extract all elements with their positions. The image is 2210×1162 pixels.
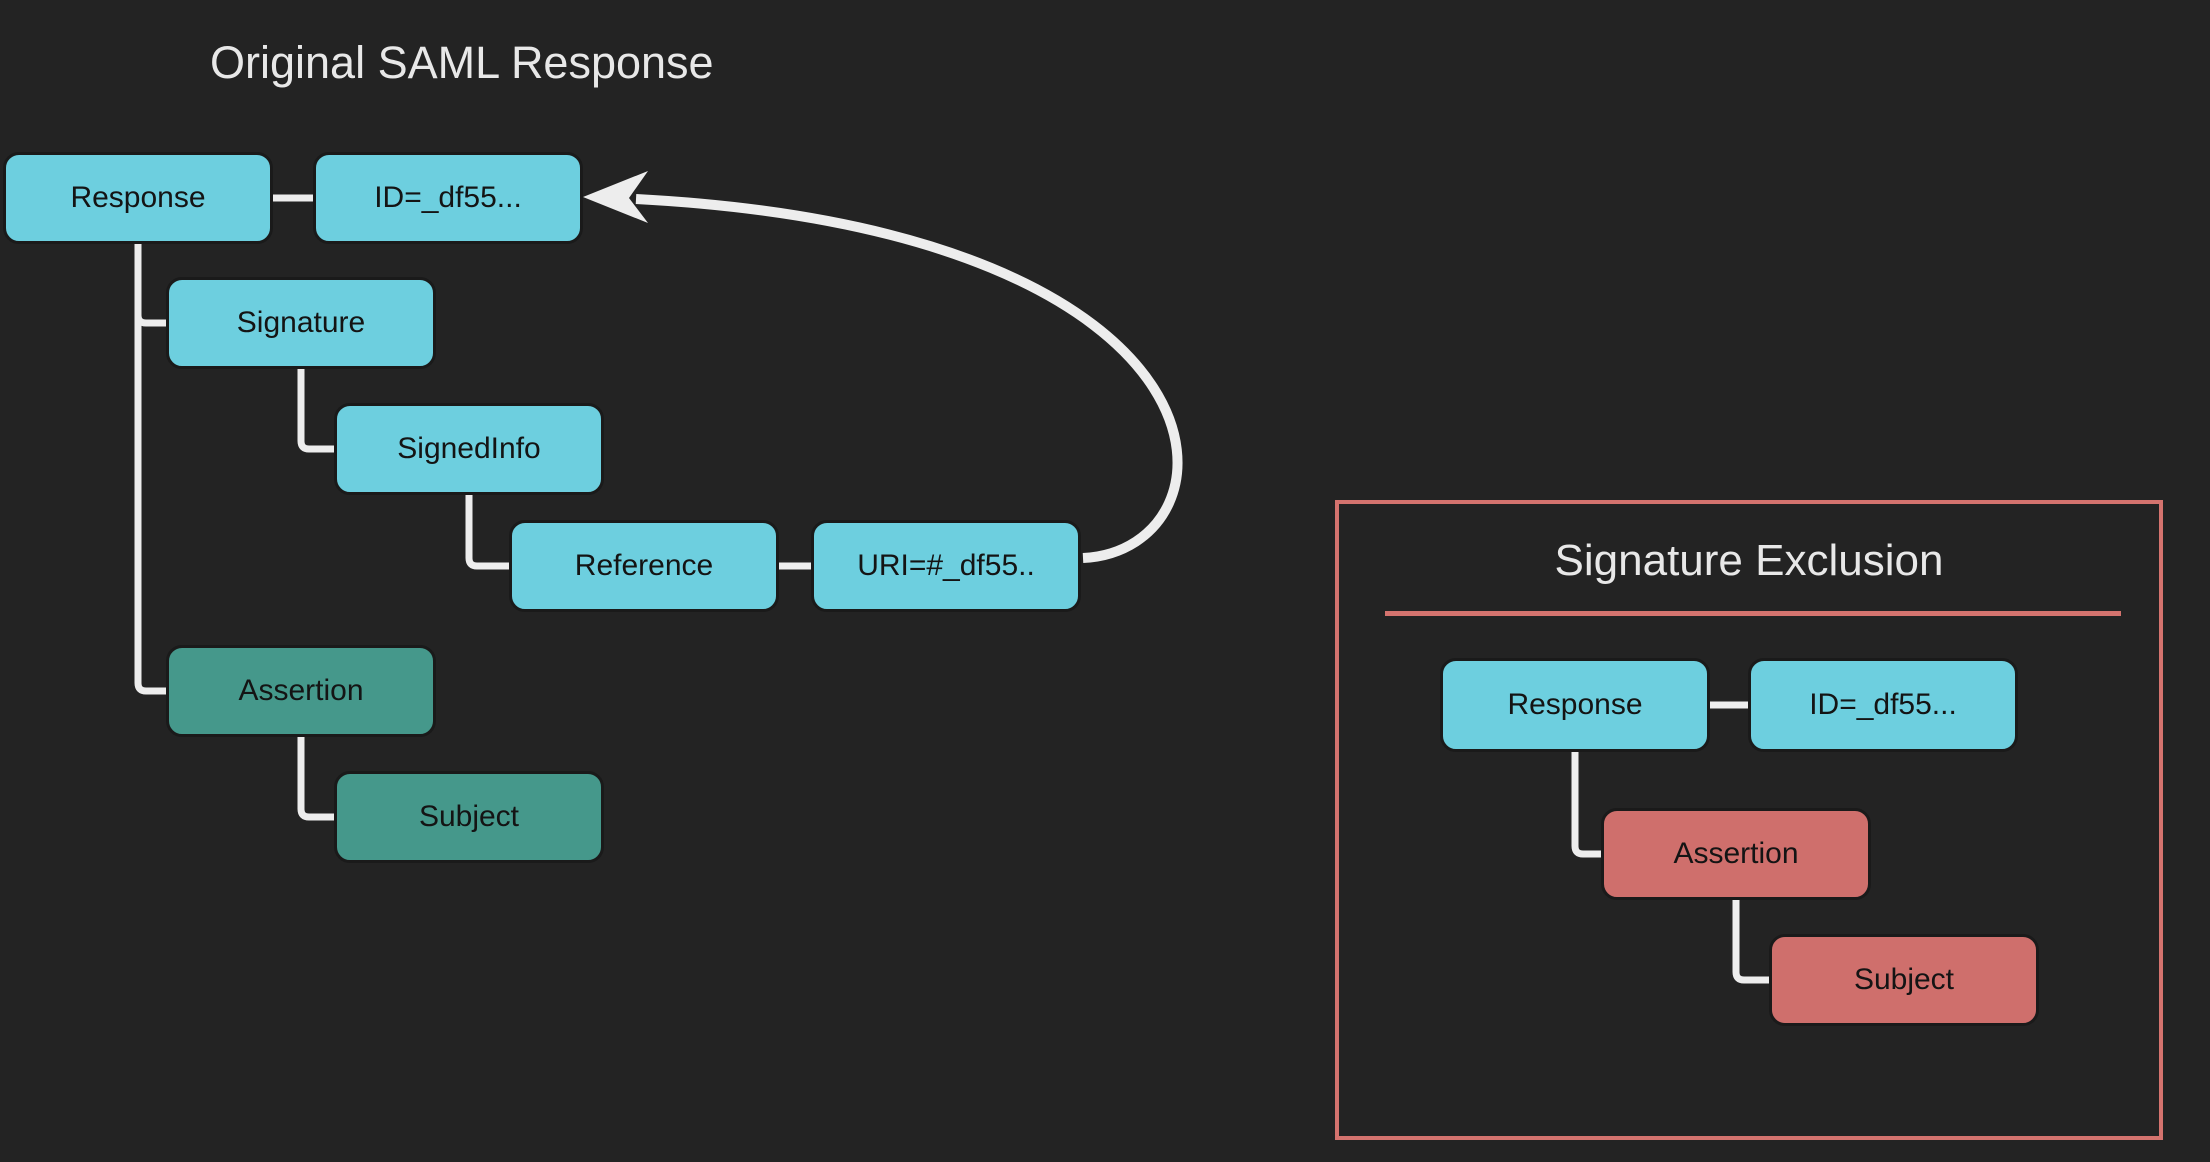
connector-signedinfo-reference — [465, 495, 509, 570]
node-reference: Reference — [509, 520, 779, 612]
connector-response-assertion — [134, 244, 166, 695]
connector-right-response-assertion — [1571, 752, 1601, 858]
node-id-attribute-label: ID=_df55... — [374, 181, 522, 214]
node-right-assertion-label: Assertion — [1673, 837, 1799, 870]
uri-to-id-arrow-curve — [635, 194, 1183, 563]
right-panel-divider — [1385, 611, 2121, 616]
node-signedinfo-label: SignedInfo — [397, 432, 541, 465]
node-right-id-attribute: ID=_df55... — [1748, 658, 2018, 752]
connector-response-signature — [134, 244, 166, 327]
node-reference-label: Reference — [574, 549, 714, 582]
left-diagram-title: Original SAML Response — [210, 37, 714, 88]
node-subject-label: Subject — [418, 800, 520, 833]
node-right-response-label: Response — [1507, 688, 1643, 721]
connector-signature-signedinfo — [297, 369, 334, 453]
node-uri-attribute: URI=#_df55.. — [811, 520, 1081, 612]
node-right-subject: Subject — [1769, 934, 2039, 1026]
node-signature-label: Signature — [236, 306, 366, 339]
uri-to-id-arrowhead-icon — [583, 171, 648, 223]
node-assertion: Assertion — [166, 645, 436, 737]
node-uri-attribute-label: URI=#_df55.. — [857, 549, 1035, 582]
node-subject: Subject — [334, 771, 604, 863]
node-response: Response — [3, 152, 273, 244]
node-signature: Signature — [166, 277, 436, 369]
node-response-label: Response — [70, 181, 206, 214]
node-right-assertion: Assertion — [1601, 808, 1871, 900]
node-right-subject-label: Subject — [1853, 963, 1955, 996]
node-right-id-attribute-label: ID=_df55... — [1809, 688, 1957, 721]
connector-right-assertion-subject — [1732, 900, 1769, 984]
node-right-response: Response — [1440, 658, 1710, 752]
signature-exclusion-panel — [1335, 500, 2163, 1140]
node-signedinfo: SignedInfo — [334, 403, 604, 495]
node-id-attribute: ID=_df55... — [313, 152, 583, 244]
connector-assertion-subject — [297, 737, 334, 821]
node-assertion-label: Assertion — [238, 674, 364, 707]
right-panel-title: Signature Exclusion — [1554, 536, 1944, 585]
